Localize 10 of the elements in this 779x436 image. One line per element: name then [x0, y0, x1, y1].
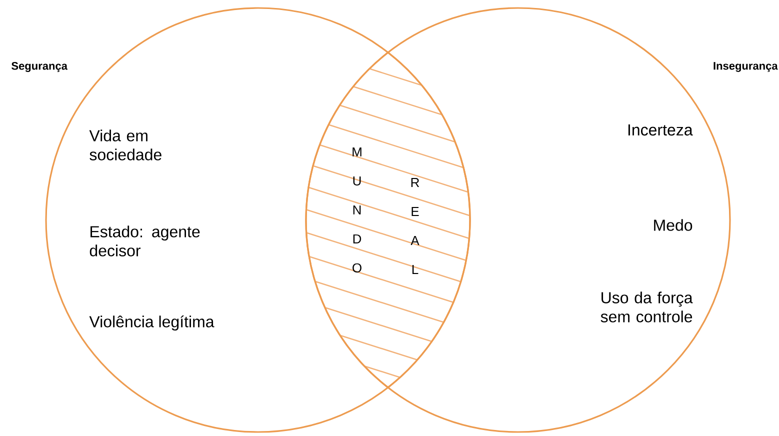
item-text: Incerteza — [628, 124, 693, 136]
item-text: Uso da força sem controle — [600, 292, 693, 322]
letters: REAL — [410, 178, 420, 274]
item-text: Estado: agente decisor — [90, 226, 200, 256]
heading: Segurança — [12, 62, 68, 72]
item-text: Medo — [654, 219, 692, 231]
item-text: Vida em sociedade — [89, 130, 162, 160]
item-text: Violência legítima — [89, 315, 214, 331]
letters: MUNDO — [352, 147, 362, 273]
heading: Insegurança — [714, 62, 778, 72]
